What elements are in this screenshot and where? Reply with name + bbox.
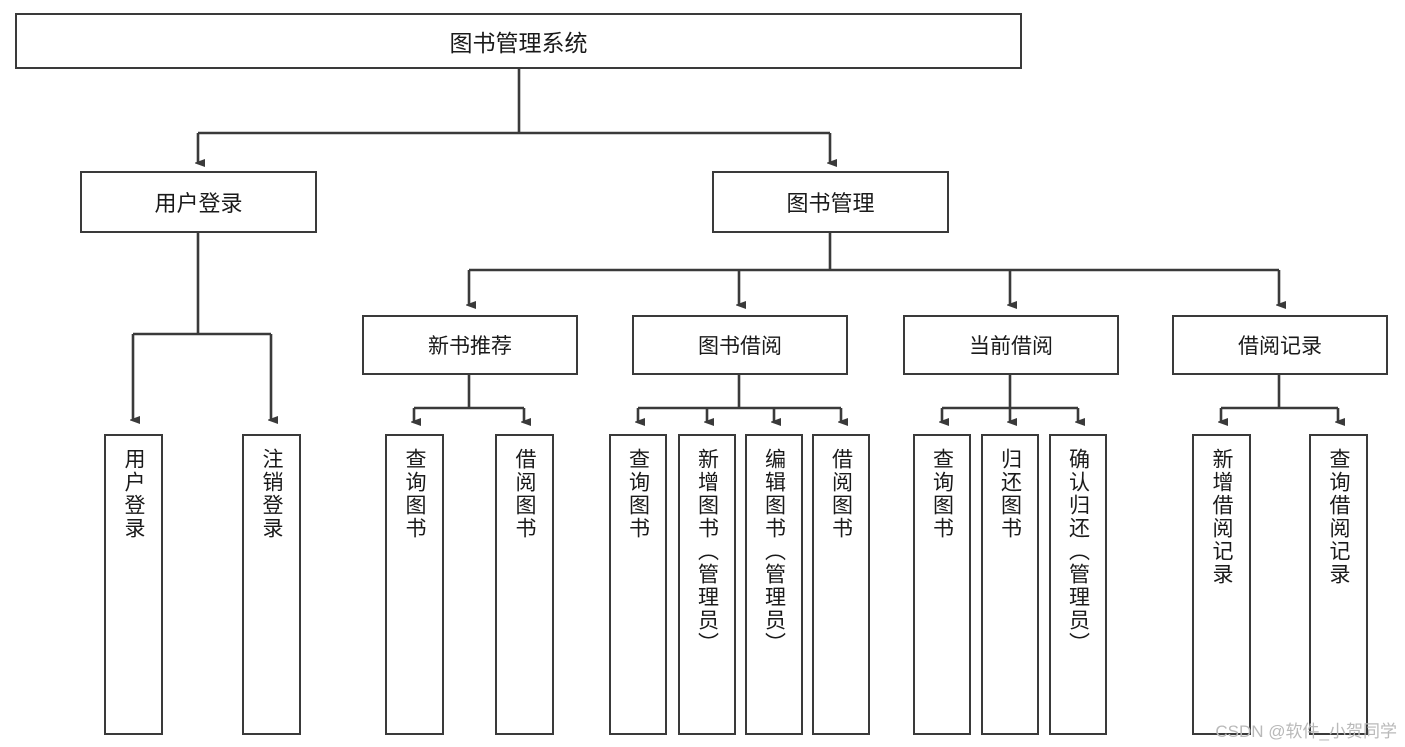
node-user-login[interactable]: 用户登录 [80,171,317,233]
node-book-management[interactable]: 图书管理 [712,171,949,233]
leaf-book-borrow-query-book[interactable]: 查询图书 [609,434,667,735]
leaf-current-borrow-query-book[interactable]: 查询图书 [913,434,971,735]
leaf-borrow-record-add-record[interactable]: 新增借阅记录 [1192,434,1251,735]
node-label: 用户登录 [154,191,243,216]
node-label: 用户登录 [122,448,145,540]
leaf-book-borrow-edit-book-admin[interactable]: 编辑图书（管理员） [745,434,803,735]
node-label: 新增借阅记录 [1210,448,1233,586]
node-label: 归还图书 [998,448,1022,540]
node-label: 借阅记录 [1238,335,1322,358]
node-label: 查询借阅记录 [1327,448,1350,586]
leaf-book-borrow-borrow-book[interactable]: 借阅图书 [812,434,870,735]
leaf-user-login-login[interactable]: 用户登录 [104,434,163,735]
node-label: 注销登录 [260,448,283,540]
node-label: 图书管理 [786,191,875,216]
node-label: 借阅图书 [829,448,853,540]
node-current-borrow[interactable]: 当前借阅 [903,315,1119,375]
node-label: 确认归还（管理员） [1066,448,1090,655]
node-label: 图书管理系统 [449,30,588,56]
leaf-user-login-logout[interactable]: 注销登录 [242,434,301,735]
node-label: 查询图书 [930,448,954,540]
node-new-book-recommend[interactable]: 新书推荐 [362,315,578,375]
leaf-book-borrow-add-book-admin[interactable]: 新增图书（管理员） [678,434,736,735]
node-book-borrow[interactable]: 图书借阅 [632,315,848,375]
leaf-current-borrow-confirm-return-admin[interactable]: 确认归还（管理员） [1049,434,1107,735]
node-label: 查询图书 [626,448,650,540]
csdn-watermark: CSDN @软件_小贺同学 [1215,722,1397,741]
node-label: 借阅图书 [513,448,536,540]
leaf-new-book-query-book[interactable]: 查询图书 [385,434,444,735]
node-label: 新书推荐 [428,335,512,358]
node-label: 编辑图书（管理员） [762,448,786,655]
node-borrow-record[interactable]: 借阅记录 [1172,315,1388,375]
leaf-new-book-borrow-book[interactable]: 借阅图书 [495,434,554,735]
leaf-current-borrow-return-book[interactable]: 归还图书 [981,434,1039,735]
node-label: 当前借阅 [969,335,1053,358]
node-label: 图书借阅 [698,335,782,358]
leaf-borrow-record-query-record[interactable]: 查询借阅记录 [1309,434,1368,735]
node-root-book-management-system[interactable]: 图书管理系统 [15,13,1022,69]
node-label: 新增图书（管理员） [695,448,719,655]
node-label: 查询图书 [403,448,426,540]
